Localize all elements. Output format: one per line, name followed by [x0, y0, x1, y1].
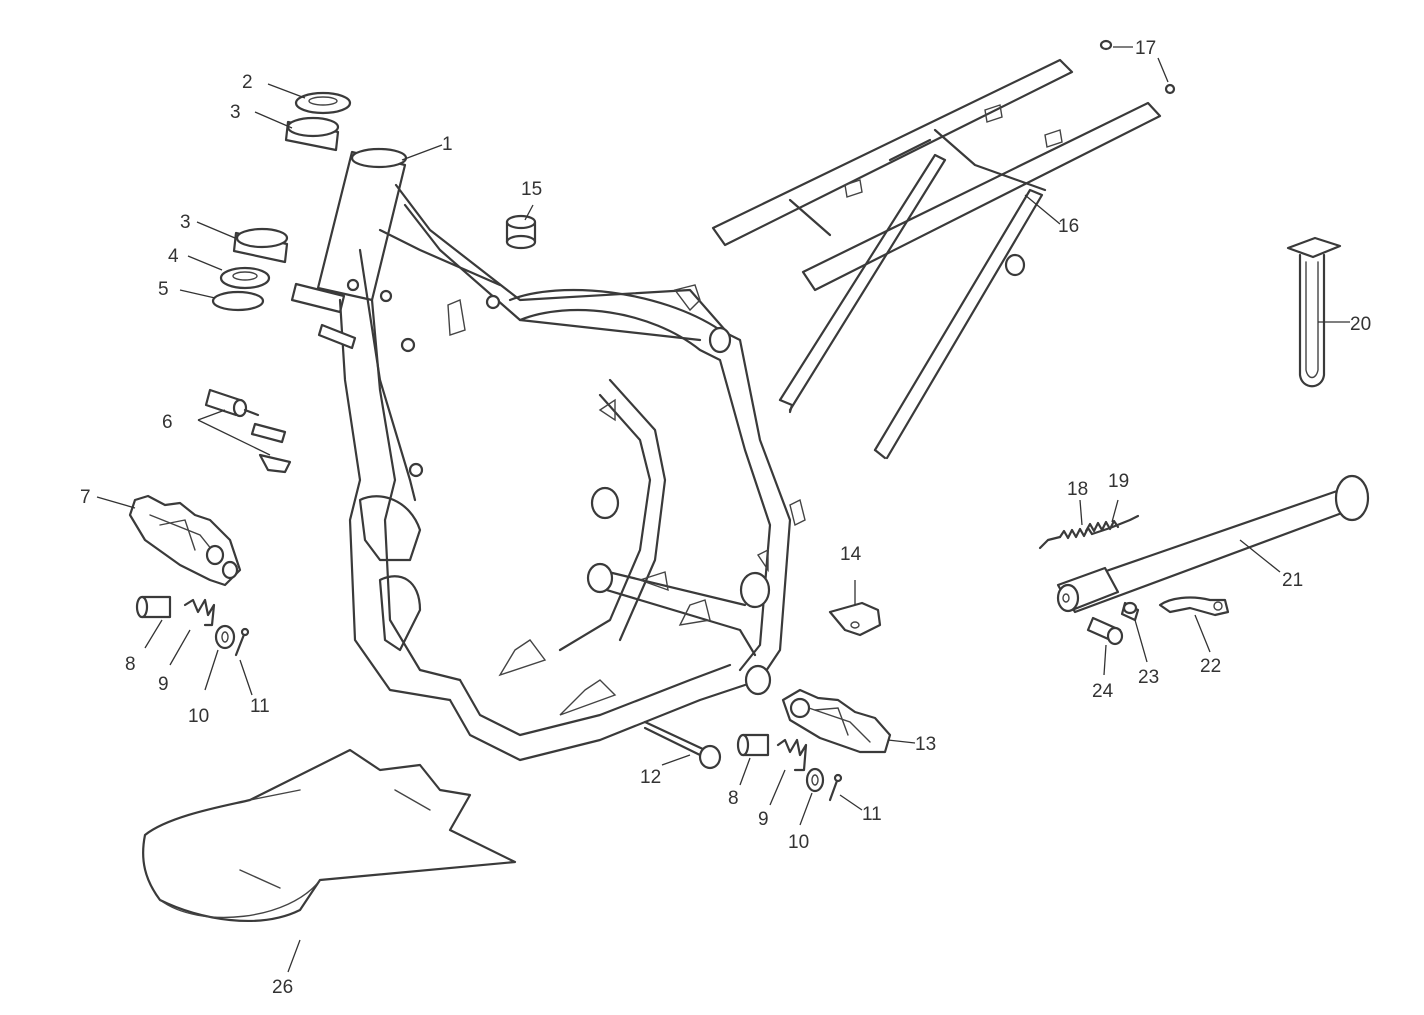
label-part-21: 21: [1282, 570, 1303, 591]
label-part-13: 13: [915, 734, 936, 755]
main-frame: [290, 147, 806, 762]
label-part-24: 24: [1092, 681, 1114, 702]
rear-subframe: [711, 58, 1162, 460]
label-part-5: 5: [158, 279, 169, 300]
right-footpeg: [781, 688, 892, 754]
bushing-15: [505, 214, 537, 250]
label-part-7: 7: [80, 487, 91, 508]
tool-20: [1286, 236, 1342, 388]
label-part-15: 15: [521, 179, 542, 200]
right-peg-hardware: [643, 720, 843, 802]
left-peg-hardware: [135, 595, 250, 657]
label-part-12: 12: [640, 767, 661, 788]
bracket-14: [828, 601, 882, 637]
label-part-8: 8: [728, 788, 739, 809]
label-part-4: 4: [168, 246, 179, 267]
label-part-8: 8: [125, 654, 136, 675]
label-part-1: 1: [442, 134, 453, 155]
label-part-19: 19: [1108, 471, 1129, 492]
nuts-17: [1099, 39, 1176, 95]
side-stand: [1056, 474, 1370, 646]
label-part-9: 9: [758, 809, 769, 830]
label-part-10: 10: [788, 832, 809, 853]
label-part-18: 18: [1067, 479, 1088, 500]
leader-lines: [96, 46, 1350, 973]
springs: [1038, 514, 1140, 550]
label-part-14: 14: [840, 544, 862, 565]
part-labels: 1 2 3 3 4 5 6 7 8 9 10 11 12 8 9 10 11 1…: [80, 38, 1371, 998]
steering-bearings: [211, 91, 352, 312]
left-footpeg: [128, 494, 242, 587]
label-part-16: 16: [1058, 216, 1079, 237]
label-part-6: 6: [162, 412, 173, 433]
label-part-23: 23: [1138, 667, 1159, 688]
label-part-11: 11: [250, 696, 270, 717]
label-part-11: 11: [862, 804, 882, 825]
pins: [204, 388, 292, 474]
label-part-26: 26: [272, 977, 293, 998]
label-part-2: 2: [242, 72, 253, 93]
skid-plate: [142, 748, 517, 923]
label-part-20: 20: [1350, 314, 1371, 335]
label-part-17: 17: [1135, 38, 1156, 59]
label-part-9: 9: [158, 674, 169, 695]
label-part-3: 3: [230, 102, 241, 123]
label-part-22: 22: [1200, 656, 1221, 677]
label-part-10: 10: [188, 706, 209, 727]
label-part-3: 3: [180, 212, 191, 233]
